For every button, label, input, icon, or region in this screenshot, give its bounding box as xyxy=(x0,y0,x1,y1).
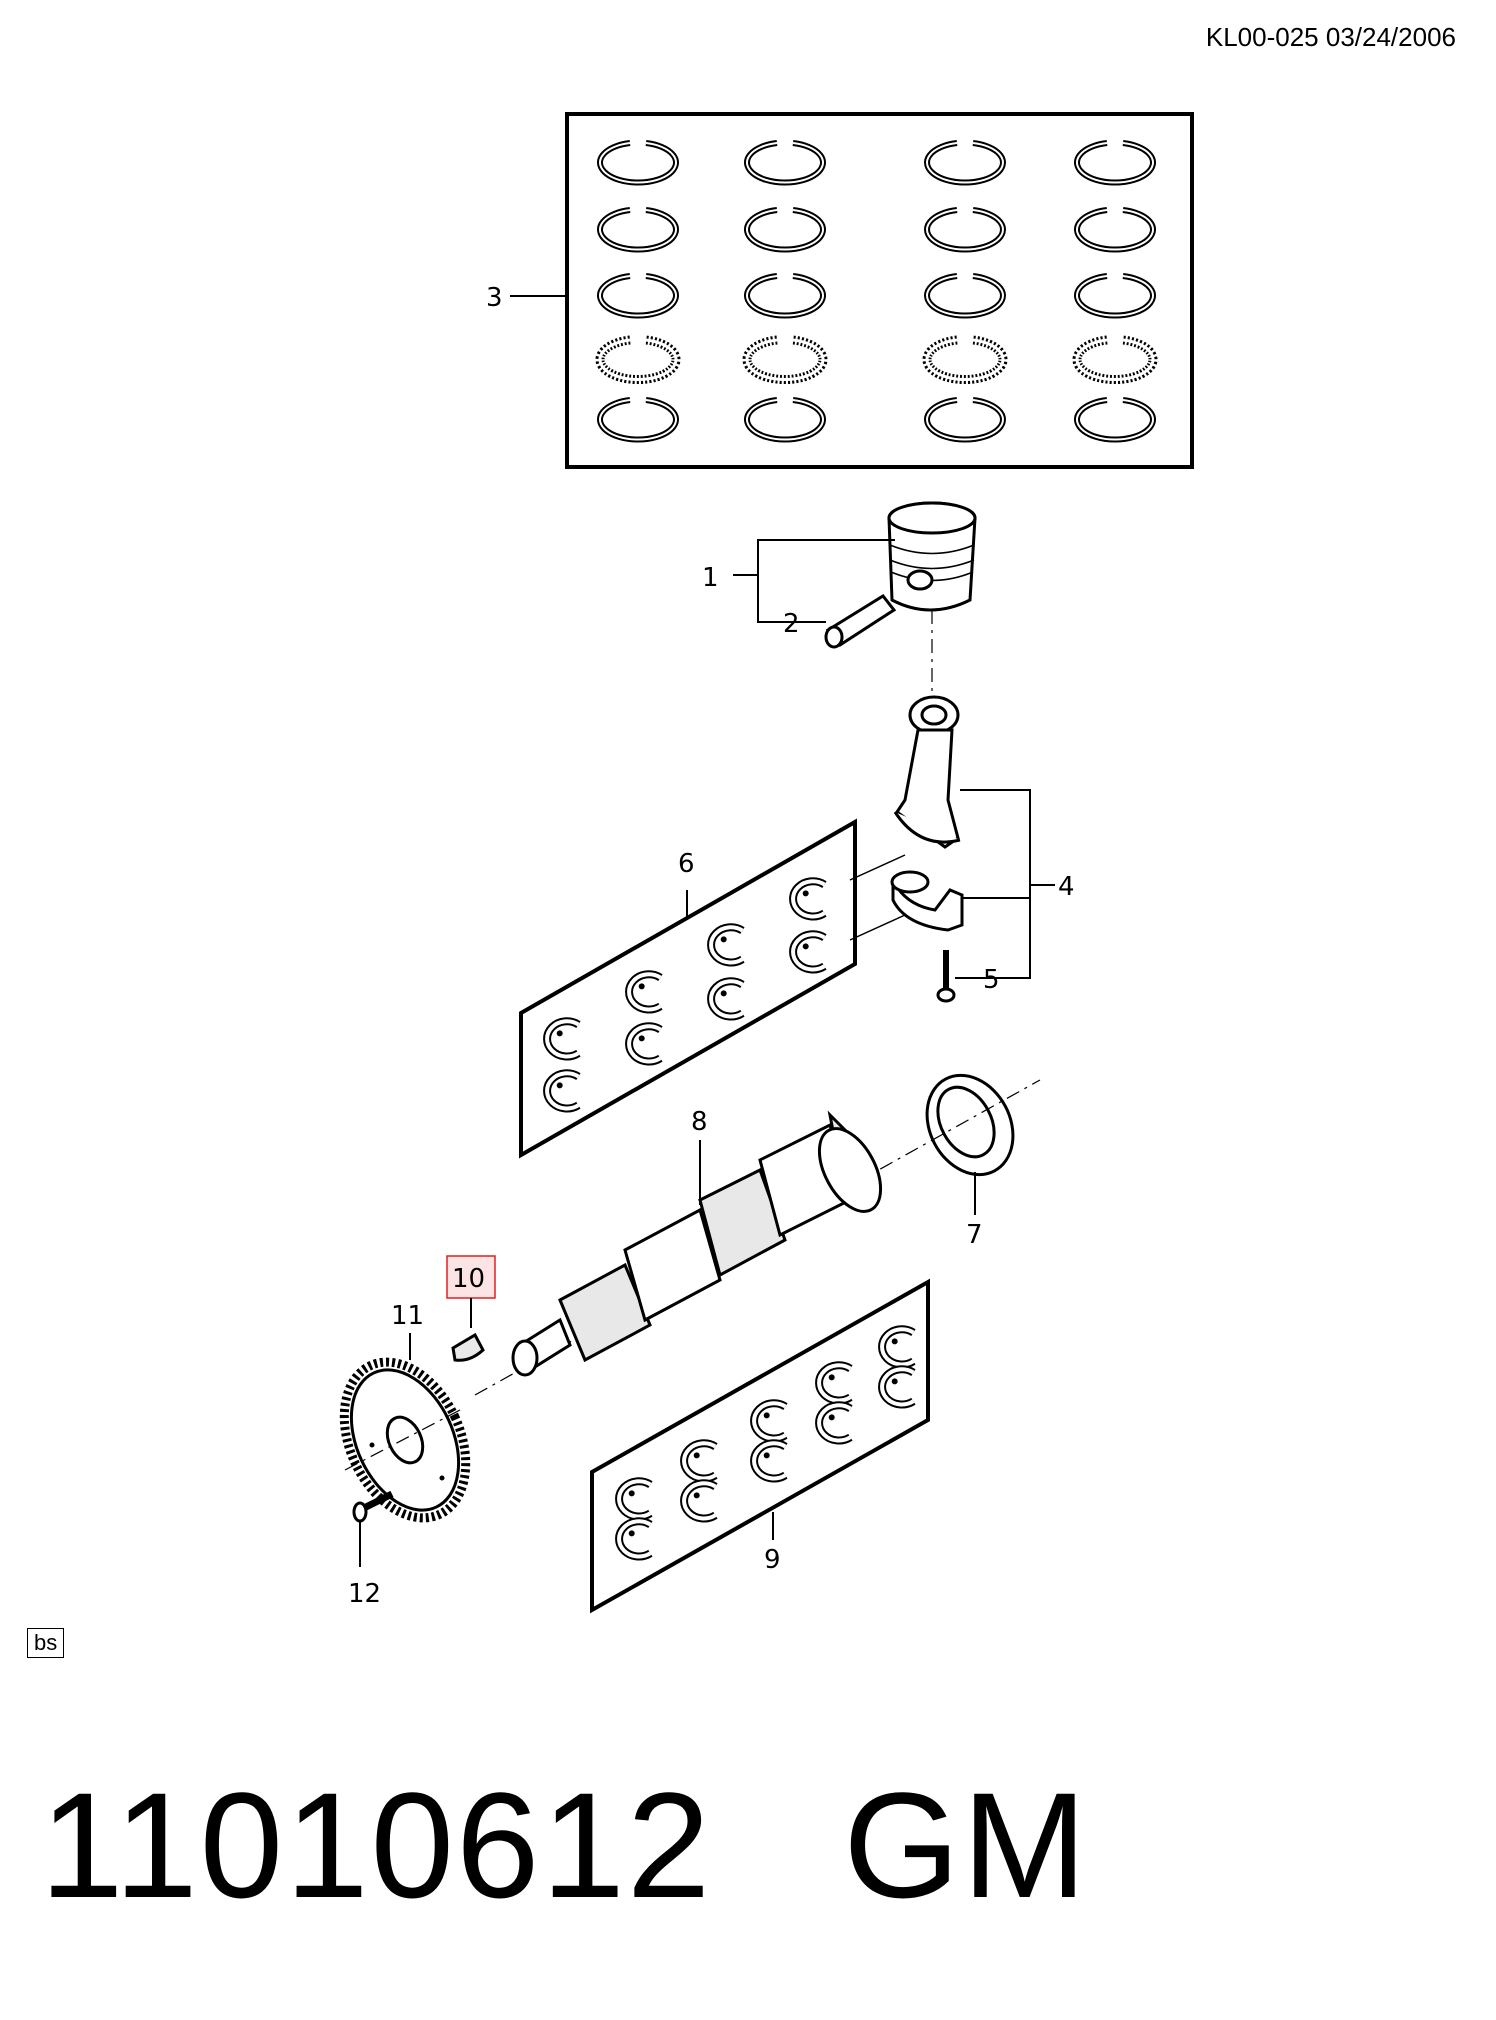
piston-ring xyxy=(744,207,826,253)
bearing-shell xyxy=(707,977,745,1021)
piston-ring xyxy=(597,273,679,319)
bearing-shell xyxy=(615,1477,653,1521)
exploded-parts-diagram: 3 1 2 4 5 6 xyxy=(320,112,1194,1614)
piston-ring xyxy=(924,207,1006,253)
piston-ring xyxy=(744,397,826,443)
rod-bearing-set[interactable] xyxy=(519,818,857,1159)
brand: GM xyxy=(843,1761,1089,1929)
piston-ring xyxy=(1074,273,1156,319)
piston-ring xyxy=(742,335,828,385)
callout-2[interactable]: 2 xyxy=(783,609,800,639)
bearing-shell xyxy=(878,1325,916,1369)
rear-oil-seal[interactable] xyxy=(910,1060,1029,1189)
bearing-shell xyxy=(680,1479,718,1523)
bearing-shell xyxy=(789,877,827,921)
connecting-rod[interactable] xyxy=(893,695,961,849)
document-code: KL00-025 03/24/2006 xyxy=(1205,22,1456,52)
piston-pin[interactable] xyxy=(824,594,897,649)
callout-1[interactable]: 1 xyxy=(702,563,719,593)
piston-ring xyxy=(924,273,1006,319)
piston-ring xyxy=(1072,335,1158,385)
bearing-shell xyxy=(707,923,745,967)
callout-12[interactable]: 12 xyxy=(348,1579,381,1609)
bearing-shell xyxy=(815,1401,853,1445)
main-bearing-set[interactable] xyxy=(590,1278,930,1614)
connecting-rod-cap[interactable] xyxy=(890,870,964,932)
bearing-shell xyxy=(625,970,663,1014)
woodruff-key[interactable] xyxy=(451,1332,485,1362)
bearing-shell xyxy=(615,1517,653,1561)
crankshaft[interactable] xyxy=(511,1110,893,1377)
piston-ring xyxy=(597,397,679,443)
bearing-shell xyxy=(543,1069,581,1113)
bearing-shell xyxy=(543,1017,581,1061)
piston-ring xyxy=(924,397,1006,443)
bearing-shell xyxy=(625,1022,663,1066)
bearing-shell xyxy=(750,1399,788,1443)
callout-4[interactable]: 4 xyxy=(1058,872,1075,902)
callout-10-highlight xyxy=(446,1255,496,1299)
crankshaft-gear[interactable] xyxy=(320,1342,489,1537)
piston-ring xyxy=(744,273,826,319)
piston-ring xyxy=(595,335,681,385)
callout-6[interactable]: 6 xyxy=(678,849,695,879)
bearing-shell xyxy=(815,1361,853,1405)
callout-9[interactable]: 9 xyxy=(764,1545,781,1575)
piston-ring xyxy=(597,140,679,186)
piston-ring xyxy=(744,140,826,186)
bs-tag: bs xyxy=(27,1628,65,1658)
callout-5[interactable]: 5 xyxy=(983,965,1000,995)
callout-11[interactable]: 11 xyxy=(391,1301,424,1331)
part-number: 11010612 xyxy=(40,1761,713,1929)
rod-bolt[interactable] xyxy=(936,950,956,1003)
piston-ring xyxy=(922,335,1008,385)
bearing-shell xyxy=(789,930,827,974)
callout-3[interactable]: 3 xyxy=(486,283,503,313)
piston-ring-set[interactable] xyxy=(565,112,1194,469)
bearing-shell xyxy=(680,1439,718,1483)
piston-ring xyxy=(1074,397,1156,443)
piston-ring xyxy=(1074,140,1156,186)
piston[interactable] xyxy=(887,501,977,612)
callout-8[interactable]: 8 xyxy=(691,1107,708,1137)
piston-ring xyxy=(1074,207,1156,253)
callout-10[interactable]: 10 xyxy=(452,1264,485,1294)
callout-7[interactable]: 7 xyxy=(966,1220,983,1250)
piston-ring xyxy=(924,140,1006,186)
bearing-shell xyxy=(878,1365,916,1409)
part-number-label: 11010612 GM xyxy=(40,1770,1089,1920)
bearing-shell xyxy=(750,1439,788,1483)
piston-ring xyxy=(597,207,679,253)
gear-bolt[interactable] xyxy=(352,1490,394,1523)
